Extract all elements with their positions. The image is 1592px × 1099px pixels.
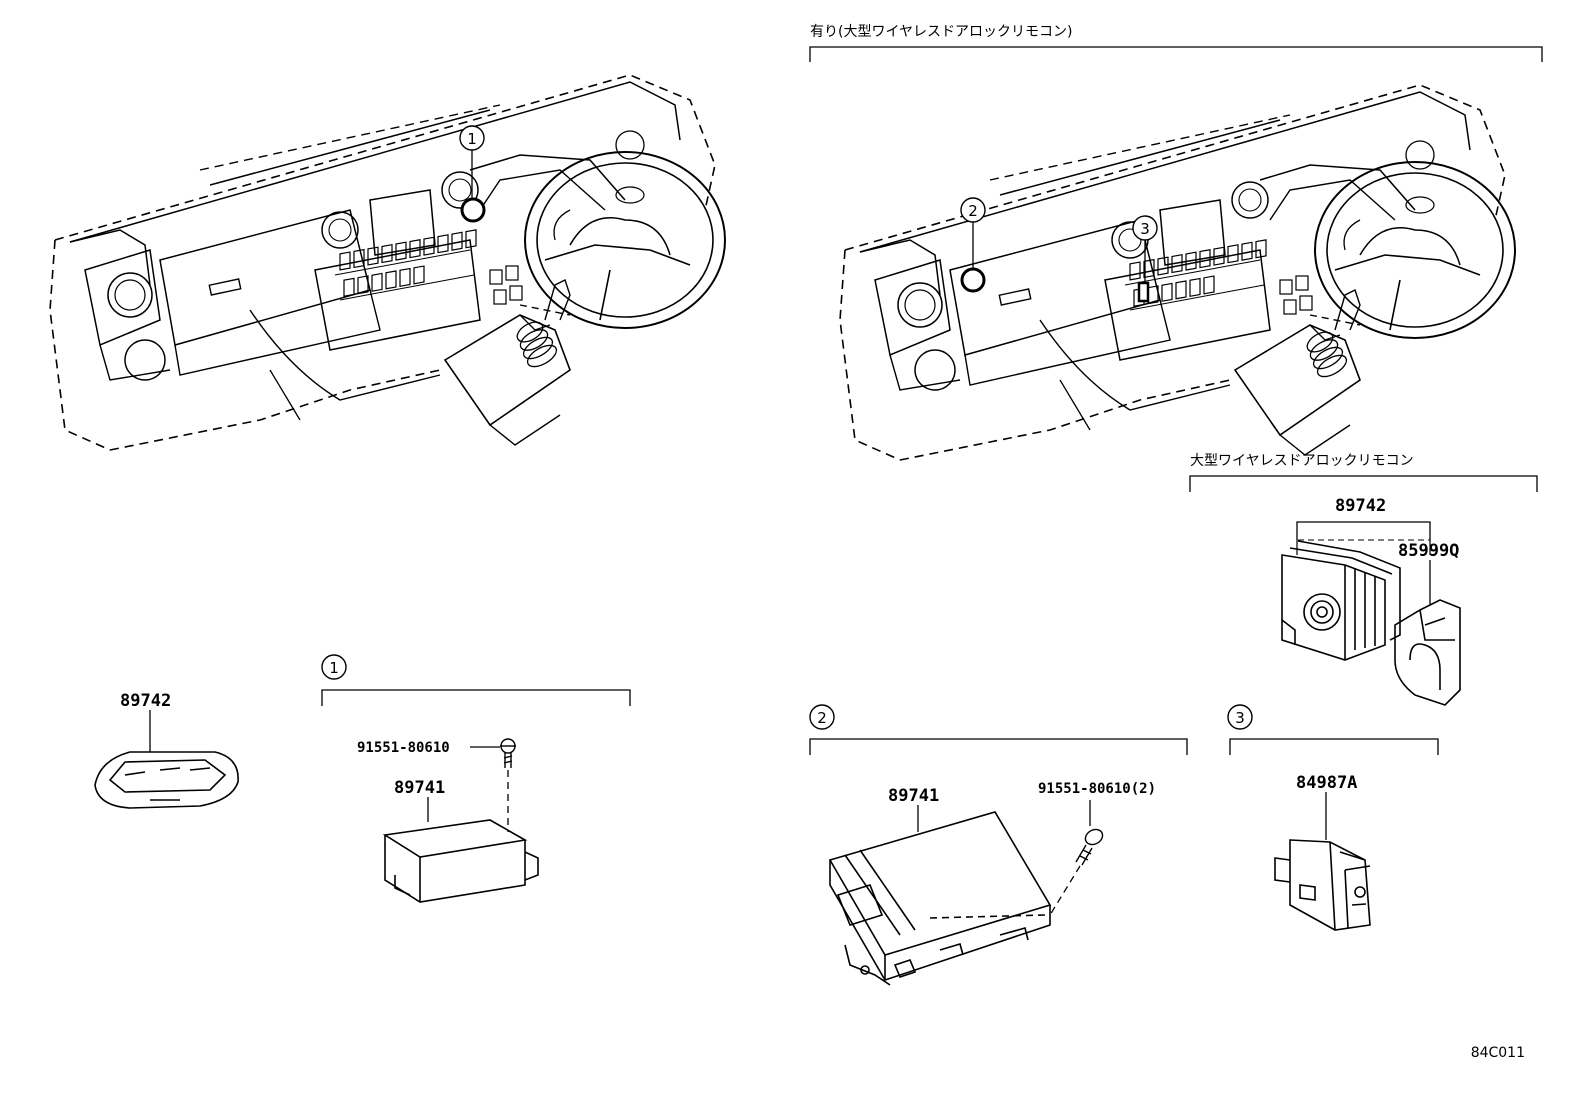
part-number-switch: 84987A	[1296, 773, 1357, 793]
section-3: 3 84987A	[1227, 704, 1439, 931]
part-number-bolt-1: 91551-80610	[357, 740, 450, 756]
part-number-key-fob: 89742	[120, 691, 171, 711]
header-right-bracket	[809, 46, 1543, 62]
dashboard-right	[839, 84, 1516, 461]
key-fob-drawing	[94, 751, 239, 809]
subheader-right-label: 大型ワイヤレスドアロックリモコン	[1190, 453, 1414, 469]
callout-3-dashboard: 3	[1132, 215, 1158, 303]
remote-holder-drawing	[1394, 599, 1461, 706]
header-right-label: 有り(大型ワイヤレスドアロックリモコン)	[810, 24, 1073, 40]
section-2-callout: 2	[817, 709, 827, 727]
large-remote-group: 89742 85999Q	[1281, 496, 1461, 706]
part-number-remote-large: 89742	[1335, 496, 1386, 516]
section-1: 1 91551-80610 89741	[321, 654, 631, 903]
section-2: 2 89741 91551-80610(2)	[809, 704, 1188, 986]
callout-2-label: 2	[968, 202, 978, 220]
part-number-receiver-1: 89741	[394, 778, 445, 798]
callout-1-dashboard: 1	[459, 125, 486, 223]
part-number-receiver-2: 89741	[888, 786, 939, 806]
callout-2-dashboard: 2	[960, 197, 986, 293]
callout-3-label: 3	[1140, 220, 1150, 238]
receiver-1-drawing	[382, 819, 539, 903]
callout-1-label: 1	[467, 130, 477, 148]
part-number-bolt-2: 91551-80610(2)	[1038, 781, 1156, 797]
subheader-right-bracket	[1189, 475, 1538, 492]
part-number-remote-holder: 85999Q	[1398, 541, 1459, 561]
diagram-code: 84C011	[1471, 1045, 1525, 1061]
section-3-callout: 3	[1235, 709, 1245, 727]
receiver-2-drawing	[828, 811, 1052, 986]
large-remote-drawing	[1281, 540, 1401, 661]
dashboard-left	[49, 74, 726, 451]
switch-drawing	[1274, 839, 1371, 931]
section-1-callout: 1	[329, 659, 339, 677]
